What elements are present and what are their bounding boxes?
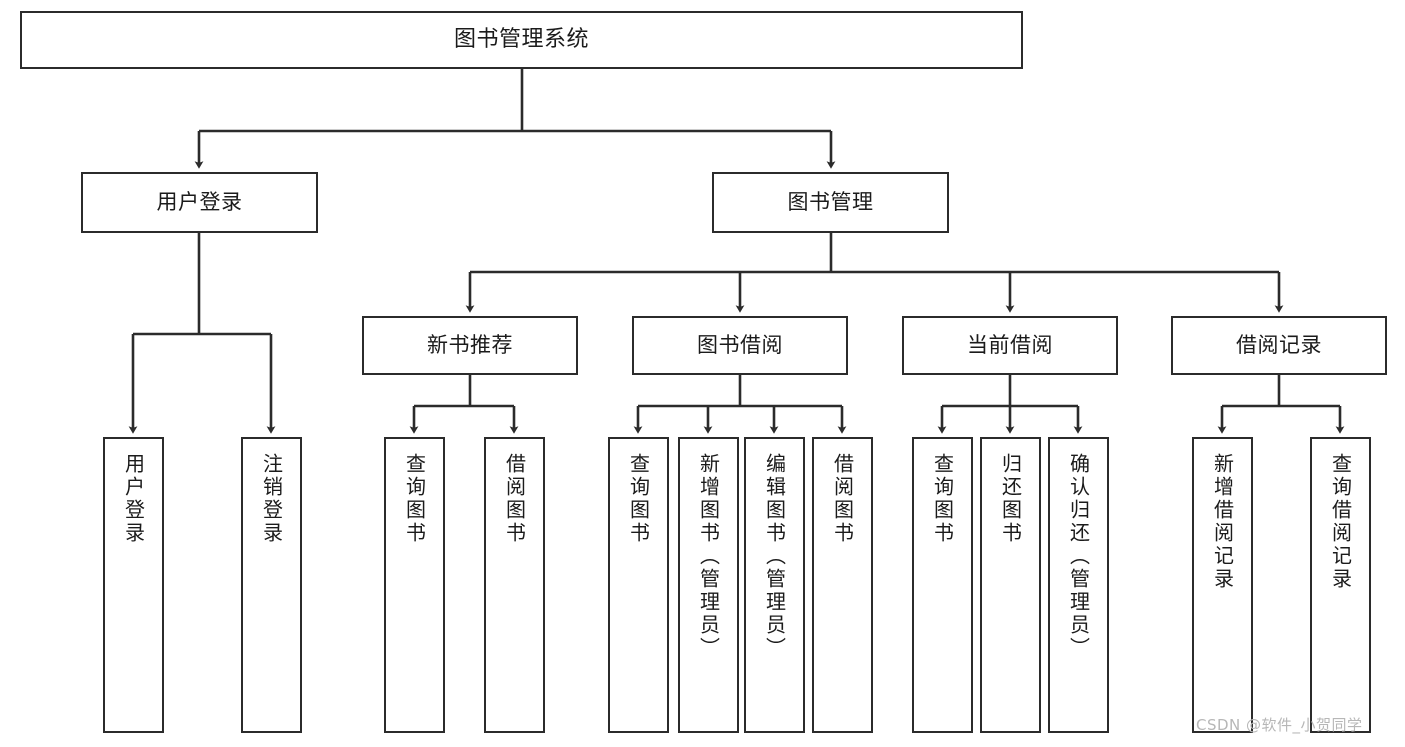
- node-label: 查询图书: [930, 453, 955, 545]
- node-label: 借阅图书: [830, 453, 855, 545]
- node-new-book-recommend[interactable]: 新书推荐: [362, 316, 578, 375]
- node-label: 新增借阅记录: [1210, 453, 1235, 591]
- leaf-borrow-add-book-admin[interactable]: 新增图书（管理员）: [678, 437, 739, 733]
- node-label: 注销登录: [259, 453, 284, 545]
- node-label: 编辑图书（管理员）: [762, 453, 787, 660]
- leaf-record-add-record[interactable]: 新增借阅记录: [1192, 437, 1253, 733]
- node-label: 借阅图书: [502, 453, 527, 545]
- node-label: 归还图书: [998, 453, 1023, 545]
- node-user-login[interactable]: 用户登录: [81, 172, 318, 233]
- leaf-record-query-record[interactable]: 查询借阅记录: [1310, 437, 1371, 733]
- leaf-borrow-borrow-book[interactable]: 借阅图书: [812, 437, 873, 733]
- leaf-borrow-edit-book-admin[interactable]: 编辑图书（管理员）: [744, 437, 805, 733]
- node-label: 借阅记录: [1236, 333, 1322, 358]
- leaf-current-confirm-return-admin[interactable]: 确认归还（管理员）: [1048, 437, 1109, 733]
- node-label: 确认归还（管理员）: [1066, 453, 1091, 660]
- csdn-watermark: CSDN @软件_小贺同学: [1196, 716, 1363, 734]
- node-root-system[interactable]: 图书管理系统: [20, 11, 1023, 69]
- node-label: 用户登录: [156, 190, 243, 215]
- node-label: 新书推荐: [427, 333, 513, 358]
- node-label: 查询借阅记录: [1328, 453, 1353, 591]
- node-borrow-record[interactable]: 借阅记录: [1171, 316, 1387, 375]
- leaf-borrow-query-book[interactable]: 查询图书: [608, 437, 669, 733]
- node-label: 图书管理: [787, 190, 874, 215]
- leaf-recommend-borrow-book[interactable]: 借阅图书: [484, 437, 545, 733]
- node-label: 查询图书: [626, 453, 651, 545]
- node-book-borrow[interactable]: 图书借阅: [632, 316, 848, 375]
- node-label: 查询图书: [402, 453, 427, 545]
- node-label: 图书管理系统: [453, 27, 589, 53]
- leaf-user-login-logout[interactable]: 注销登录: [241, 437, 302, 733]
- leaf-user-login-login[interactable]: 用户登录: [103, 437, 164, 733]
- node-book-management[interactable]: 图书管理: [712, 172, 949, 233]
- node-label: 当前借阅: [967, 333, 1053, 358]
- leaf-current-query-book[interactable]: 查询图书: [912, 437, 973, 733]
- node-label: 用户登录: [121, 453, 146, 545]
- leaf-current-return-book[interactable]: 归还图书: [980, 437, 1041, 733]
- node-label: 新增图书（管理员）: [696, 453, 721, 660]
- node-current-borrow[interactable]: 当前借阅: [902, 316, 1118, 375]
- node-label: 图书借阅: [697, 333, 783, 358]
- leaf-recommend-query-book[interactable]: 查询图书: [384, 437, 445, 733]
